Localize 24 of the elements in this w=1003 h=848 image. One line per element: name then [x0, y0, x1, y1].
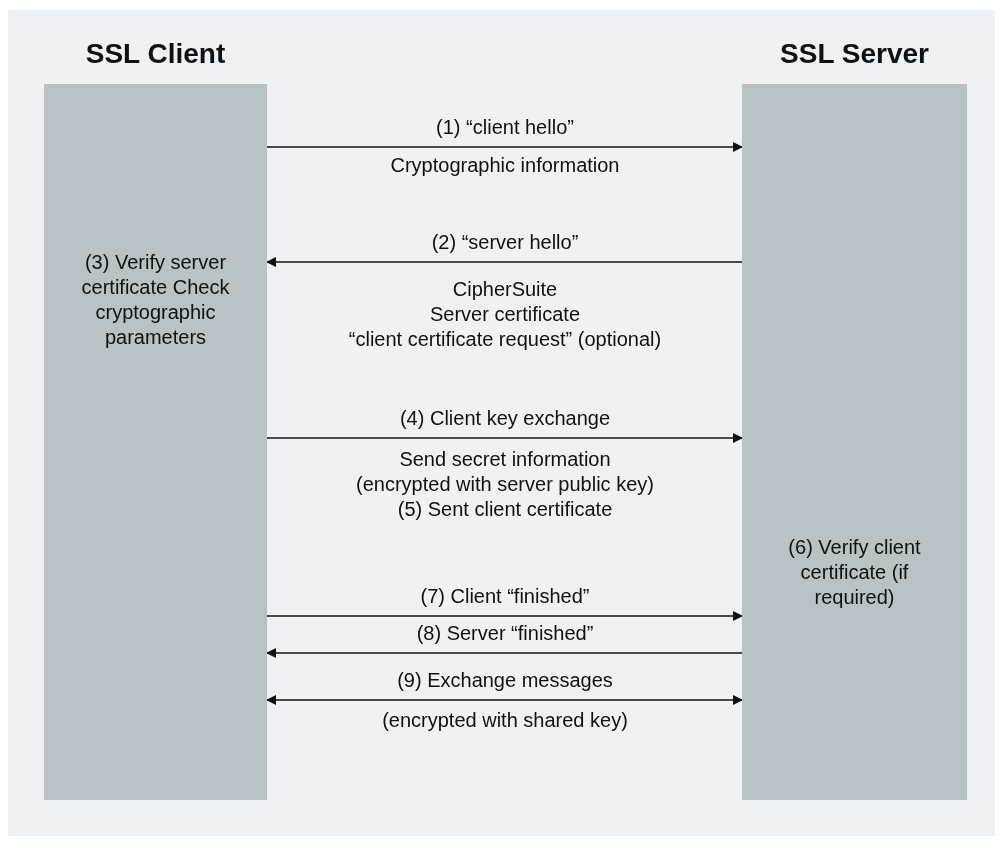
column-heading: SSL Server [779, 38, 930, 70]
edge-label: (9) Exchange messages [397, 668, 613, 693]
edge-label: (2) “server hello” [431, 230, 579, 255]
message-detail: (encrypted with server public key) [356, 472, 654, 497]
edge-label: (8) Server “finished” [416, 621, 594, 646]
step-text: (6) Verify client certificate (if required) [787, 535, 922, 610]
message-detail: CipherSuite [452, 277, 558, 302]
arrow [266, 142, 743, 152]
column-heading: SSL Client [84, 38, 227, 70]
message-detail: Send secret information [399, 447, 611, 472]
message-detail: Cryptographic information [390, 153, 620, 178]
edge-label: (1) “client hello” [436, 115, 574, 140]
message-detail: (5) Sent client certificate [397, 497, 613, 522]
arrow [266, 648, 743, 658]
arrow [266, 611, 743, 621]
message-detail: Server certificate [429, 302, 581, 327]
message-detail: “client certificate request” (optional) [348, 327, 662, 352]
edge-label: (7) Client “finished” [420, 584, 590, 609]
arrow [266, 695, 743, 705]
arrow [266, 257, 743, 267]
message-detail: (encrypted with shared key) [382, 708, 628, 733]
edge-label: (4) Client key exchange [399, 406, 611, 431]
step-text: (3) Verify server certificate Check cryptographic parameters [80, 250, 231, 350]
arrow [266, 433, 743, 443]
